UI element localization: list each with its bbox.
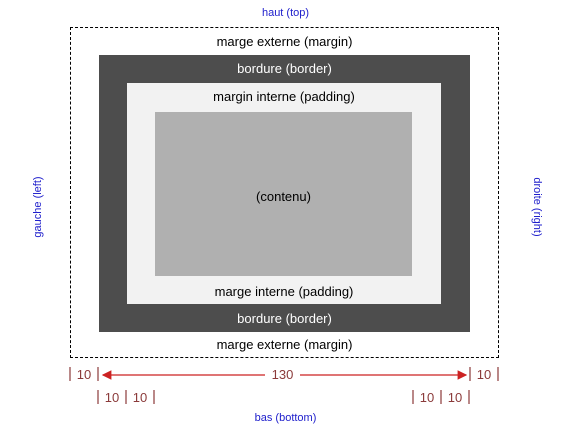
bottom-label: bas (bottom) <box>254 412 317 424</box>
top-label: haut (top) <box>261 7 310 19</box>
right-label: droite (right) <box>531 177 543 237</box>
left-padding-value: 10 <box>132 390 148 405</box>
right-border-value: 10 <box>447 390 463 405</box>
right-margin-value: 10 <box>476 367 492 382</box>
right-padding-value: 10 <box>419 390 435 405</box>
padding-bottom-label: marge interne (padding) <box>214 284 354 299</box>
border-top-label: bordure (border) <box>237 61 332 76</box>
padding-top-label: margin interne (padding) <box>213 89 355 104</box>
content-label: (contenu) <box>256 189 311 204</box>
content-box <box>155 112 412 276</box>
left-label: gauche (left) <box>32 176 44 238</box>
left-margin-value: 10 <box>76 367 92 382</box>
width-value: 130 <box>271 367 294 382</box>
margin-top-label: marge externe (margin) <box>216 34 353 49</box>
border-bottom-label: bordure (border) <box>237 311 332 326</box>
left-border-value: 10 <box>104 390 120 405</box>
margin-bottom-label: marge externe (margin) <box>216 337 353 352</box>
